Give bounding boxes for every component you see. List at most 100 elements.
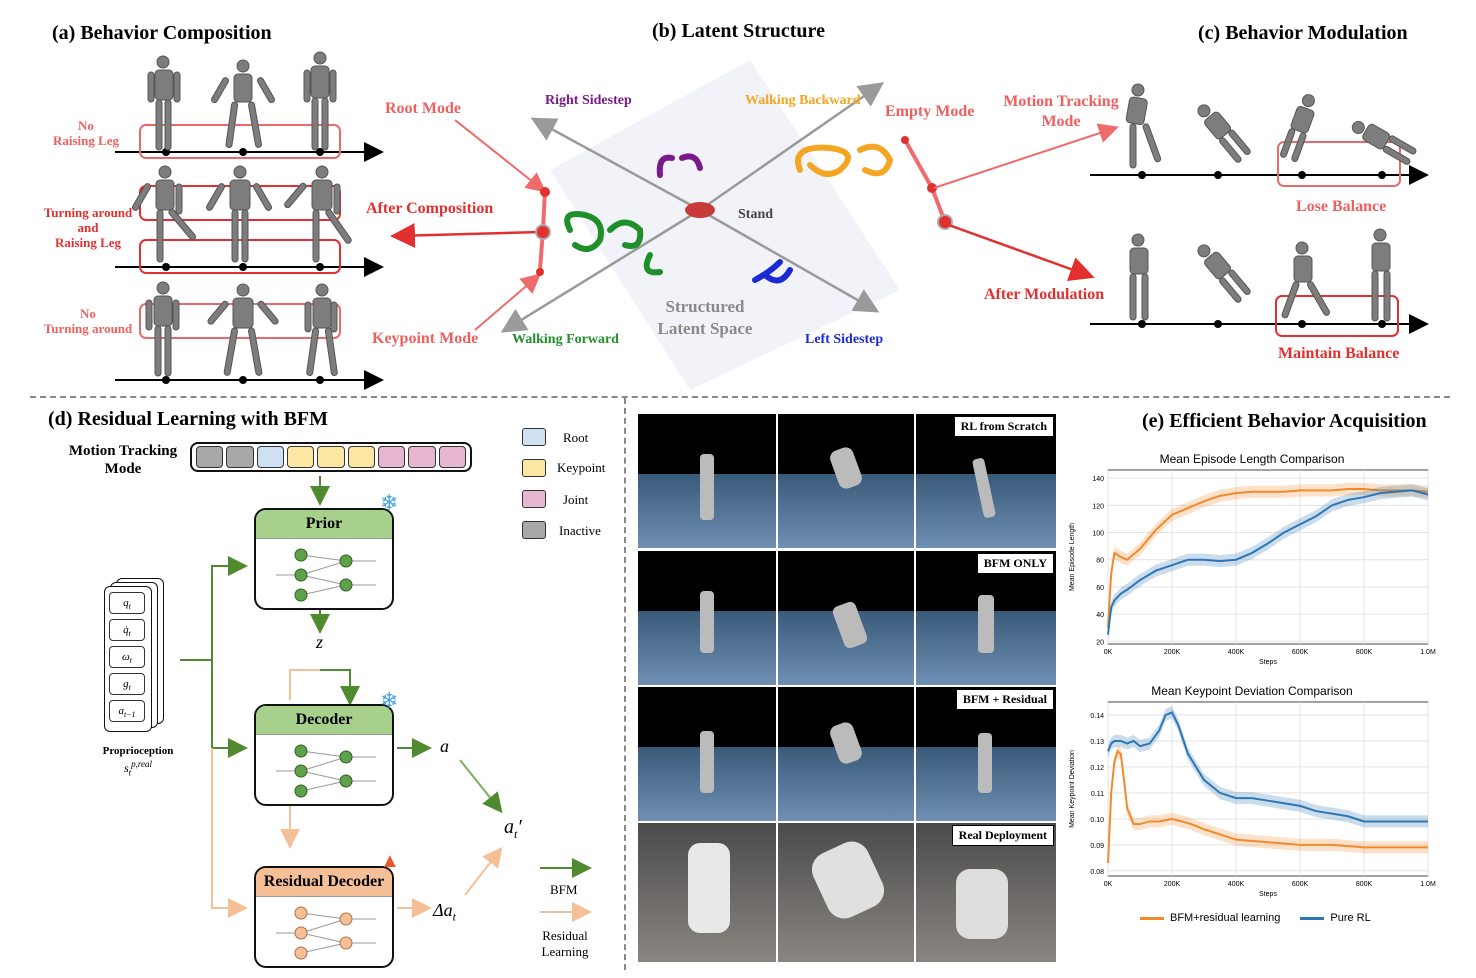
snowflake-icon: ❄ [380, 688, 399, 713]
series-band [1108, 706, 1428, 828]
network-icon [276, 744, 376, 798]
final-action-symbol: a [504, 816, 514, 838]
cluster-walking-forward [564, 211, 663, 276]
lose-balance-box [1277, 141, 1401, 187]
state-symbol: q [123, 597, 129, 609]
proprioception-stack: qt q̇t ωt gt at−1 [104, 578, 164, 736]
residual-decoder-header: Residual Decoder [256, 868, 392, 897]
after-composition-arrow [390, 222, 541, 248]
final-action-label: at′ [504, 816, 522, 841]
sim-frame [638, 414, 776, 548]
real-frame [638, 823, 776, 962]
action-a-label: a [440, 736, 449, 756]
y-tick-label: 0.13 [1090, 739, 1104, 746]
state-subscript: t [129, 656, 132, 666]
robot-figure [688, 843, 730, 933]
y-tick-label: 0.09 [1090, 843, 1104, 850]
y-axis-label: Mean Episode Length [1069, 523, 1076, 591]
series-line [1107, 488, 1429, 628]
x-tick-label: 400K [1228, 881, 1245, 888]
label-line: Learning [541, 944, 589, 959]
chart-legend: BFM+residual learning Pure RL [1140, 912, 1371, 924]
legend-label-bfm: BFM+residual learning [1170, 912, 1281, 924]
robot-figure [132, 165, 196, 263]
robot-figure [284, 165, 352, 263]
motion-tracking-mode-label: Motion Tracking Mode [998, 92, 1124, 132]
panel-d-flow [180, 476, 592, 922]
latent-z-label: z [316, 632, 324, 652]
label-line: Structured [665, 297, 745, 316]
x-tick-label: 200K [1164, 881, 1181, 888]
highlight-box [139, 124, 341, 159]
robot-figure [147, 55, 181, 151]
cluster-walking-backward [795, 143, 894, 177]
y-tick-label: 140 [1092, 476, 1104, 483]
x-tick-label: 0K [1104, 881, 1113, 888]
y-tick-label: 40 [1096, 612, 1104, 619]
prior-module: Prior [254, 508, 394, 610]
highlight-box [139, 239, 341, 274]
series-band [1108, 745, 1428, 870]
token-joint [408, 446, 436, 468]
state-item: ωt [109, 646, 145, 668]
x-tick-label: 600K [1292, 649, 1309, 656]
label-line: No [78, 118, 94, 133]
robot-figure [304, 283, 338, 377]
bfm-legend-label: BFM [550, 882, 578, 897]
legend-label-inactive: Inactive [559, 523, 601, 538]
label-line: Turning around [43, 321, 133, 336]
after-modulation-arrow [945, 222, 1095, 281]
sim-frame [778, 414, 914, 548]
robot-figure [1371, 228, 1391, 322]
label-no-raising-leg: No Raising Leg [40, 118, 132, 148]
panel-a-title: (a) Behavior Composition [52, 22, 272, 44]
x-tick-label: 800K [1356, 881, 1373, 888]
legend-label-root: Root [563, 430, 589, 445]
y-tick-label: 80 [1096, 558, 1104, 565]
x-tick-label: 800K [1356, 649, 1373, 656]
after-modulation-label: After Modulation [984, 286, 1105, 303]
real-frame [778, 823, 914, 962]
robot-figure [145, 281, 180, 377]
label-turning-raising: Turning around and Raising Leg [34, 205, 142, 250]
residual-decoder-module: Residual Decoder [254, 866, 394, 968]
x-tick-label: 1.0M [1420, 649, 1436, 656]
stand-label: Stand [738, 207, 774, 222]
robot-figure [1281, 241, 1330, 319]
mode-token-bar [190, 442, 472, 472]
legend-label-keypoint: Keypoint [557, 460, 606, 475]
label-line: Raising Leg [52, 133, 120, 148]
robot-figure [303, 51, 337, 151]
modulation-arrows [933, 123, 1119, 281]
network-icon [276, 906, 376, 960]
token-keypoint [347, 446, 375, 468]
series-line [1107, 749, 1428, 864]
cluster-right-sidestep [656, 153, 703, 178]
right-sidestep-label: Right Sidestep [545, 93, 632, 108]
robot-figure [1129, 233, 1149, 321]
root-mode-arrow [454, 119, 547, 193]
axis-line [530, 117, 701, 212]
state-item: at−1 [109, 700, 145, 722]
label-line: Motion Tracking [68, 443, 178, 459]
series-line [1107, 489, 1429, 635]
label-line: Raising Leg [54, 235, 122, 250]
y-tick-label: 0.10 [1090, 817, 1104, 824]
snowflake-icon: ❄ [380, 490, 399, 515]
x-tick-label: 200K [1164, 649, 1181, 656]
sim-tag: RL from Scratch [953, 416, 1054, 437]
state-item: qt [109, 592, 145, 614]
keypoint-deviation-chart: Mean Keypoint Deviation Comparison0.080.… [1069, 684, 1436, 898]
decoder-header: Decoder [256, 706, 392, 735]
token-joint [438, 446, 466, 468]
panel-b-title: (b) Latent Structure [652, 20, 825, 42]
state-item: q̇t [109, 619, 145, 641]
y-tick-label: 0.11 [1091, 791, 1104, 798]
proprio-symbol: stp,real [123, 759, 153, 778]
root-mode-label: Root Mode [385, 100, 461, 117]
x-tick-label: 1.0M [1420, 881, 1436, 888]
x-tick-label: 600K [1292, 881, 1309, 888]
decoder-module: Decoder [254, 704, 394, 806]
keypoint-mode-label: Keypoint Mode [372, 330, 479, 347]
robot-figure [1197, 244, 1251, 303]
